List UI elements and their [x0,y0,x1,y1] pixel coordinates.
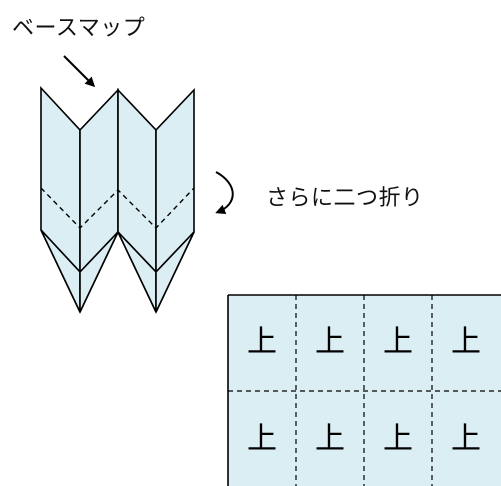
base-map-label: ベースマップ [12,16,146,41]
base-map-pointer-arrow [63,55,96,88]
grid-cell-char: 上 [383,422,413,457]
fold-panel-lower-2 [79,231,119,313]
grid-cell-char: 上 [315,422,345,457]
fold-panel-lower-4 [155,231,195,313]
fold-panel-1 [40,85,81,275]
grid-cell-char: 上 [451,422,481,457]
grid-cell-char: 上 [247,422,277,457]
fold-dashed-line [40,187,195,230]
fold-again-label: さらに二つ折り [266,186,424,211]
folded-base-map [40,85,195,314]
flat-grid-map: 上 上 上 上 上 上 上 上 [227,294,501,486]
grid-cell-char: 上 [383,325,413,360]
grid-cell-char: 上 [247,325,277,360]
grid-cell-char: 上 [315,325,345,360]
fold-again-arrow [215,171,234,215]
grid-cell-char: 上 [451,325,481,360]
